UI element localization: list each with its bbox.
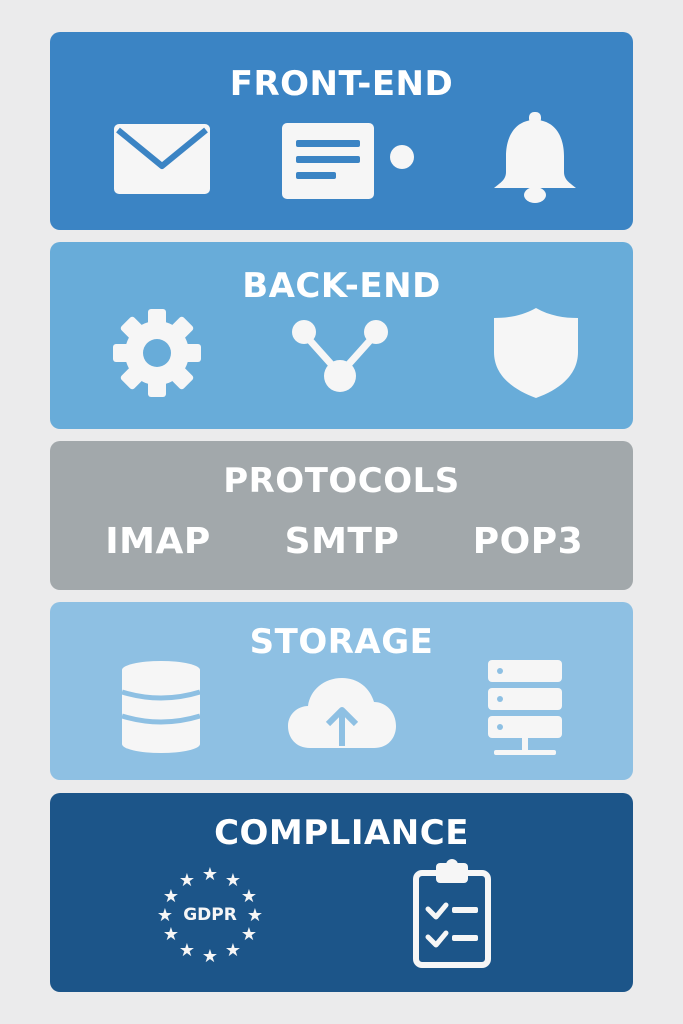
layer-storage: STORAGE — [50, 602, 633, 780]
svg-text:★: ★ — [179, 940, 195, 961]
svg-text:★: ★ — [225, 870, 241, 891]
layer-title-storage: STORAGE — [249, 622, 434, 662]
envelope-icon — [112, 122, 212, 196]
svg-text:★: ★ — [241, 886, 257, 907]
gear-icon — [112, 308, 202, 398]
svg-text:★: ★ — [163, 924, 179, 945]
protocol-pop3: POP3 — [472, 521, 584, 562]
shield-icon — [492, 306, 580, 400]
layer-front-end: FRONT-END — [50, 32, 633, 230]
svg-text:★: ★ — [202, 946, 218, 967]
layer-title-back-end: BACK-END — [242, 266, 441, 306]
network-nodes-icon — [290, 318, 390, 394]
svg-text:★: ★ — [247, 905, 263, 926]
bell-icon — [492, 110, 578, 204]
gdpr-badge-label: GDPR — [183, 905, 237, 925]
gdpr-stars-icon: ★ ★ ★ ★ ★ ★ ★ ★ ★ ★ ★ ★ GDPR — [152, 859, 268, 969]
svg-text:★: ★ — [179, 870, 195, 891]
svg-text:★: ★ — [163, 886, 179, 907]
svg-text:★: ★ — [225, 940, 241, 961]
layer-title-front-end: FRONT-END — [229, 64, 454, 104]
svg-text:★: ★ — [241, 924, 257, 945]
layer-title-compliance: COMPLIANCE — [214, 813, 469, 853]
layer-compliance: COMPLIANCE ★ ★ ★ ★ ★ ★ ★ ★ ★ ★ ★ ★ GDPR — [50, 793, 633, 992]
database-icon — [120, 660, 202, 754]
protocol-imap: IMAP — [105, 521, 211, 562]
protocol-smtp: SMTP — [284, 521, 400, 562]
cloud-upload-icon — [286, 674, 398, 750]
clipboard-checklist-icon — [412, 857, 492, 969]
svg-text:★: ★ — [157, 905, 173, 926]
server-rack-icon — [484, 658, 566, 760]
layer-title-protocols: PROTOCOLS — [223, 461, 460, 501]
svg-text:★: ★ — [202, 864, 218, 885]
layer-back-end: BACK-END — [50, 242, 633, 429]
message-form-icon — [280, 121, 420, 201]
layer-protocols: PROTOCOLS IMAP SMTP POP3 — [50, 441, 633, 590]
